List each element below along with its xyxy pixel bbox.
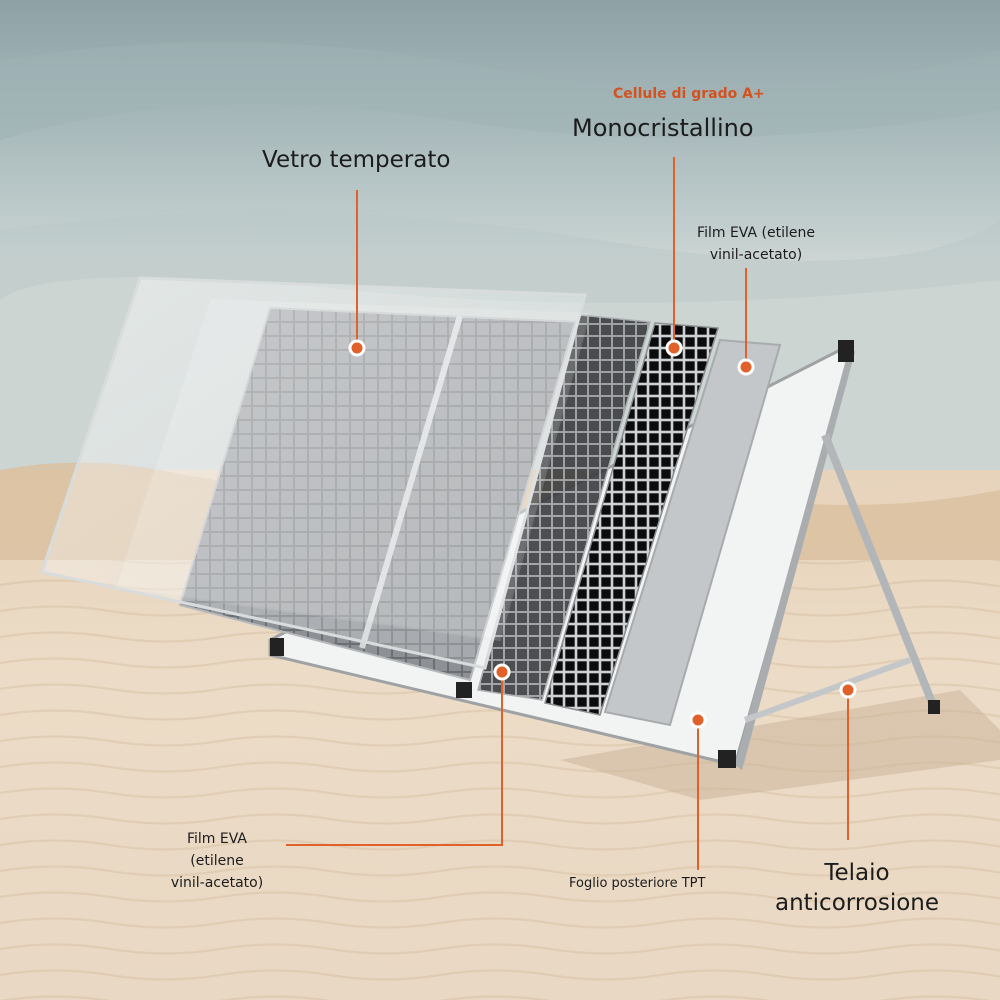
cloud-bands [0,42,1000,140]
label-eva-top: Film EVA (etilene vinil-acetato) [697,225,815,263]
label-tempered-glass: Vetro temperato [262,147,451,173]
callout-lines [286,157,849,870]
callout-dots [348,339,857,729]
label-frame: Telaio anticorrosione [774,860,940,916]
monocrystalline-cells-layer [544,322,719,716]
tpt-backsheet-layer [603,338,782,727]
label-eva-bottom: Film EVA (etilene vinil-acetato) [170,831,264,891]
tempered-glass-layer [40,276,587,670]
label-grade: Cellule di grado A+ [613,86,765,102]
label-tpt-backsheet: Foglio posteriore TPT [569,876,706,891]
stand-leg [821,433,939,712]
stand-crossbar [743,657,912,723]
label-monocrystalline: Monocristallino [572,114,754,142]
corner-cap [838,340,854,362]
